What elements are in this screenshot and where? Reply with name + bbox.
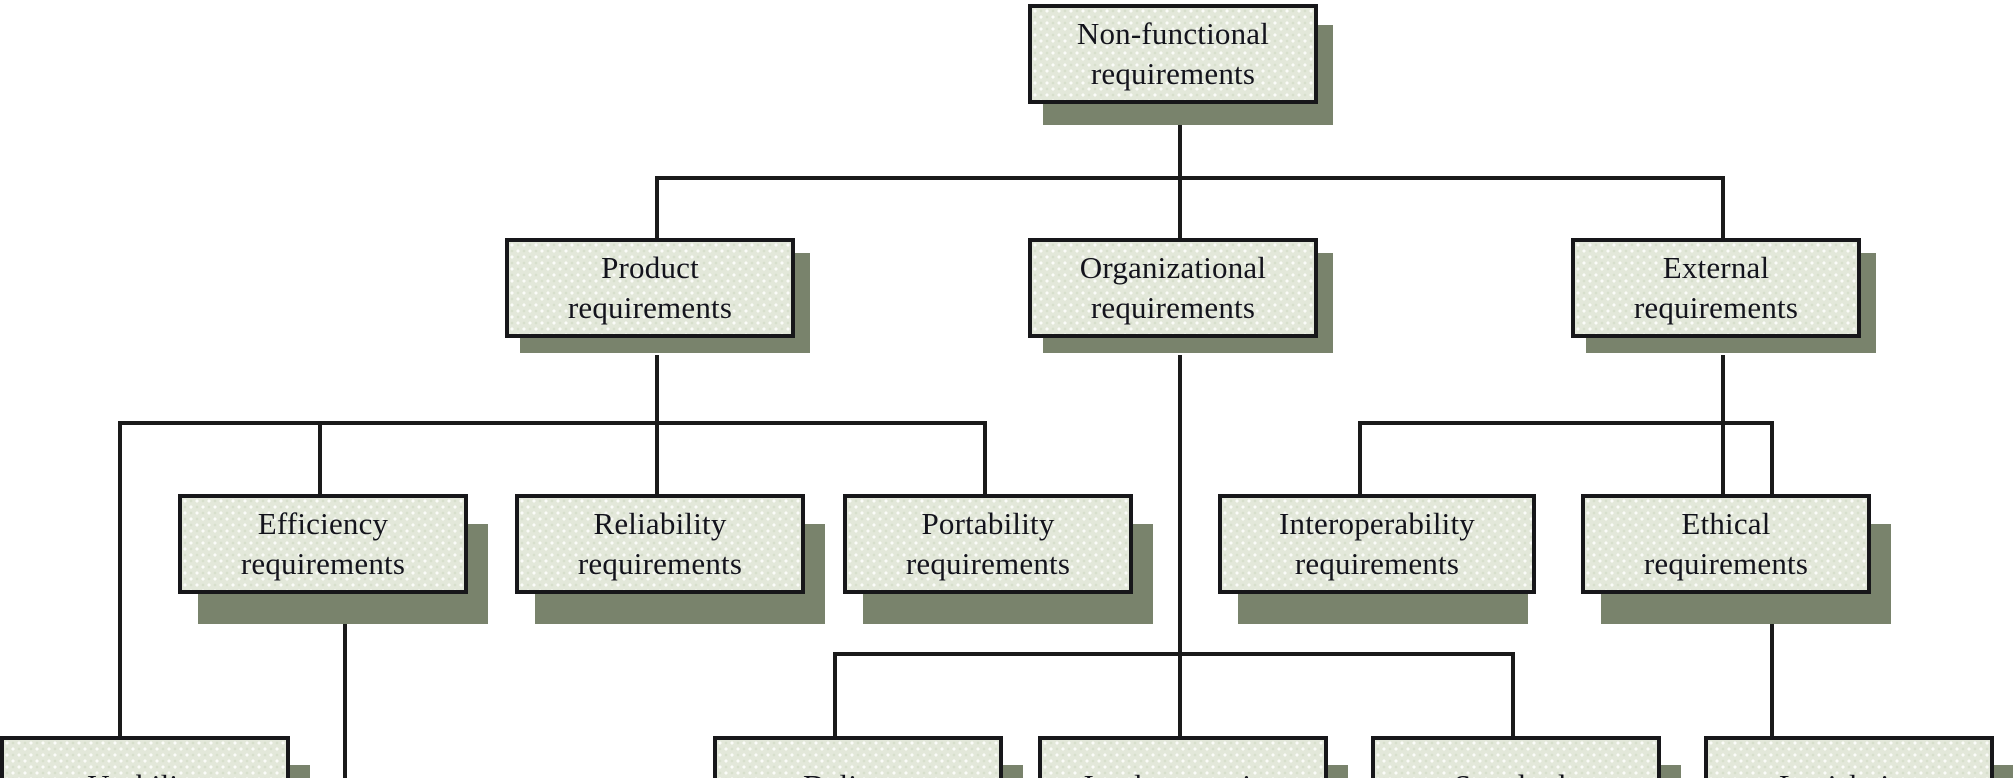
node-label-line2: requirements (1294, 546, 1460, 581)
node-label-line2: requirements (905, 546, 1071, 581)
edge-to-implementation (1178, 652, 1182, 738)
edge-efficiency-descender (343, 590, 347, 778)
node-label-line2: requirements (577, 546, 743, 581)
node-portability-requirements[interactable]: Portability requirements (843, 494, 1133, 594)
edge-to-usability (118, 421, 122, 736)
edge-to-interoperability (1358, 421, 1362, 496)
edge-external-bus (1358, 421, 1774, 425)
node-delivery[interactable]: Delivery (713, 736, 1003, 778)
edge-to-ethical (1721, 421, 1725, 496)
node-label-line1: Ethical (1681, 506, 1771, 542)
edge-to-efficiency (318, 421, 322, 496)
node-ethical-requirements[interactable]: Ethical requirements (1581, 494, 1871, 594)
node-label-line1: Portability (921, 506, 1055, 542)
node-label-line1: Efficiency (257, 506, 389, 542)
node-label-line1: Delivery (803, 766, 913, 778)
edge-to-organizational (1178, 176, 1182, 246)
node-label-line2: requirements (567, 290, 733, 325)
node-label-line2: requirements (1090, 56, 1256, 91)
node-usability[interactable]: Usability (0, 736, 290, 778)
node-label-line1: Standards (1454, 766, 1578, 778)
edge-external-stem (1721, 355, 1725, 425)
edge-to-product (655, 176, 659, 246)
node-label-line2: requirements (1633, 290, 1799, 325)
node-organizational-requirements[interactable]: Organizational requirements (1028, 238, 1318, 338)
edge-to-standards (1511, 652, 1515, 738)
edge-to-delivery (833, 652, 837, 738)
node-label-line1: Usability (87, 766, 202, 778)
edge-level1-bus (655, 176, 1725, 180)
edge-to-portability (983, 421, 987, 496)
node-label-line1: Interoperability (1278, 506, 1475, 542)
node-product-requirements[interactable]: Product requirements (505, 238, 795, 338)
node-label-line2: requirements (1090, 290, 1256, 325)
node-non-functional-requirements[interactable]: Non-functional requirements (1028, 4, 1318, 104)
edge-product-stem (655, 355, 659, 425)
node-implementation[interactable]: Implementation (1038, 736, 1328, 778)
node-external-requirements[interactable]: External requirements (1571, 238, 1861, 338)
node-label-line1: Legislative (1779, 766, 1919, 778)
edge-to-external (1721, 176, 1725, 246)
node-label-line1: Organizational (1079, 250, 1267, 286)
node-efficiency-requirements[interactable]: Efficiency requirements (178, 494, 468, 594)
edge-organizational-bus (833, 652, 1515, 656)
node-legislative[interactable]: Legislative (1704, 736, 1994, 778)
node-label-line2: requirements (1643, 546, 1809, 581)
edge-organizational-stem (1178, 355, 1182, 655)
node-reliability-requirements[interactable]: Reliability requirements (515, 494, 805, 594)
edge-to-reliability (655, 421, 659, 496)
node-standards[interactable]: Standards (1371, 736, 1661, 778)
node-label-line1: External (1662, 250, 1770, 286)
node-label-line2: requirements (240, 546, 406, 581)
node-interoperability-requirements[interactable]: Interoperability requirements (1218, 494, 1536, 594)
node-label-line1: Implementation (1083, 766, 1282, 778)
edge-product-bus (118, 421, 987, 425)
node-label-line1: Non-functional (1076, 16, 1270, 52)
node-label-line1: Product (601, 250, 699, 286)
node-label-line1: Reliability (593, 506, 727, 542)
edge-nfr-stem (1178, 118, 1182, 178)
